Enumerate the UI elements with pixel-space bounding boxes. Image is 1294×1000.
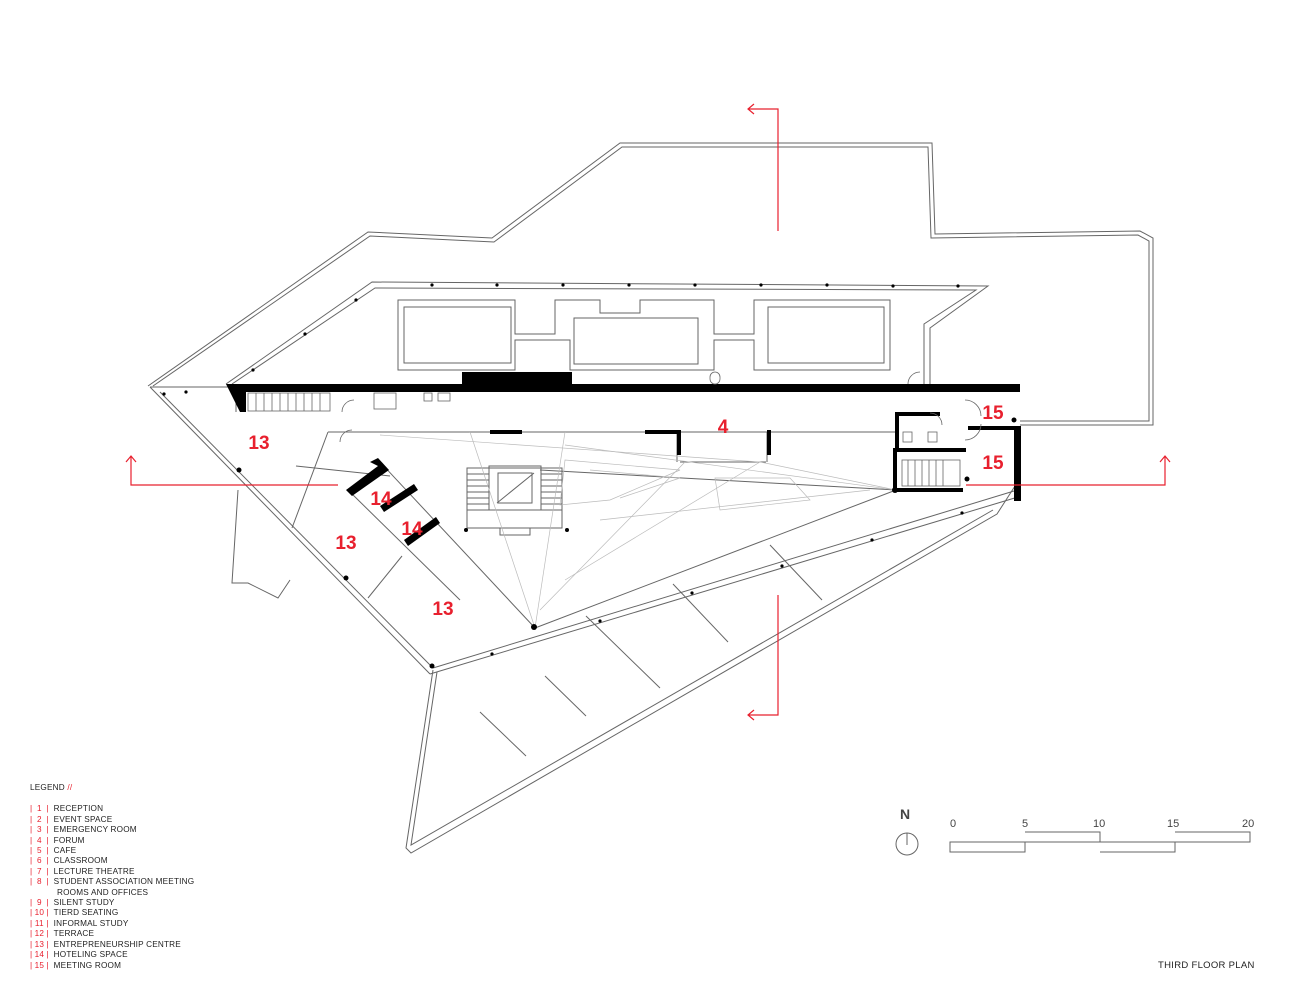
legend-item-name: FORUM bbox=[53, 835, 85, 845]
room-label-hoteling-2: 14 bbox=[401, 519, 423, 540]
floor-south-edge-2 bbox=[432, 490, 1015, 669]
scale-tick-10: 10 bbox=[1093, 818, 1106, 830]
legend-item-name: STUDENT ASSOCIATION MEETING bbox=[53, 877, 195, 887]
legend-item-name: LECTURE THEATRE bbox=[53, 866, 135, 876]
scale-tick-0: 0 bbox=[950, 818, 957, 830]
scale-bar bbox=[949, 831, 1251, 853]
legend-item-name: INFORMAL STUDY bbox=[53, 918, 129, 928]
legend-item: |12|TERRACE bbox=[30, 929, 95, 939]
legend-item-name: EMERGENCY ROOM bbox=[53, 825, 137, 835]
section-marker-north bbox=[748, 108, 779, 231]
room-label-meeting-1: 15 bbox=[982, 403, 1004, 424]
legend-item: |6|CLASSROOM bbox=[30, 856, 108, 866]
floor-west-edge bbox=[149, 386, 431, 675]
terrace-outline-inner bbox=[410, 509, 994, 846]
legend-item-number: 14 bbox=[34, 950, 45, 960]
legend-item: |8|STUDENT ASSOCIATION MEETING bbox=[30, 877, 195, 887]
legend-item: |15|MEETING ROOM bbox=[30, 960, 122, 970]
section-marker-south bbox=[748, 595, 779, 716]
legend-item: |11|INFORMAL STUDY bbox=[30, 918, 129, 928]
legend-item-number: 2 bbox=[36, 814, 42, 824]
north-letter: N bbox=[900, 806, 911, 822]
room-label-entrepreneurship-2: 13 bbox=[335, 533, 356, 554]
legend-item-number: 10 bbox=[34, 908, 45, 918]
legend-item-number: 15 bbox=[34, 960, 45, 970]
legend-item-name: SILENT STUDY bbox=[53, 898, 115, 908]
legend-item: |9|SILENT STUDY bbox=[30, 898, 115, 908]
room-label-meeting-2: 15 bbox=[982, 453, 1004, 474]
legend-item: |7|LECTURE THEATRE bbox=[30, 866, 135, 876]
legend-item-number: 13 bbox=[34, 939, 45, 949]
legend-item-name: TERRACE bbox=[53, 929, 95, 939]
legend-item: |1|RECEPTION bbox=[30, 804, 104, 814]
legend-item-number: 9 bbox=[36, 898, 42, 908]
plan-title: THIRD FLOOR PLAN bbox=[1158, 960, 1255, 971]
terrace-outline bbox=[405, 485, 1016, 854]
north-wall bbox=[226, 384, 1020, 412]
legend-item-number: 12 bbox=[34, 929, 45, 939]
core-wall bbox=[462, 372, 572, 386]
legend-item-name: ENTREPRENEURSHIP CENTRE bbox=[53, 939, 181, 949]
section-marker-east bbox=[966, 456, 1166, 486]
legend-title: LEGEND // bbox=[30, 783, 73, 792]
legend-item-number: 11 bbox=[34, 918, 44, 928]
floor-west-edge-2 bbox=[159, 391, 434, 669]
floor-south-edge bbox=[429, 496, 1019, 675]
legend: LEGEND // |1|RECEPTION|2|EVENT SPACE|3|E… bbox=[30, 783, 194, 971]
legend-item-number: 4 bbox=[36, 835, 42, 845]
north-terrace-inner bbox=[231, 287, 978, 385]
legend-item: |10|TIERD SEATING bbox=[30, 908, 119, 918]
legend-item: |4|FORUM bbox=[30, 835, 85, 845]
skylight-1 bbox=[397, 299, 891, 371]
legend-item-name: CLASSROOM bbox=[53, 856, 108, 866]
legend-item-number: 5 bbox=[36, 846, 42, 856]
legend-item-number: 1 bbox=[36, 804, 42, 814]
legend-item-number: 7 bbox=[36, 866, 42, 876]
room-label-forum: 4 bbox=[718, 417, 729, 438]
legend-item-name: HOTELING SPACE bbox=[53, 950, 128, 960]
north-terrace bbox=[225, 281, 990, 385]
floor-outline bbox=[150, 386, 237, 412]
legend-item: |2|EVENT SPACE bbox=[30, 814, 113, 824]
scale-tick-5: 5 bbox=[1022, 818, 1029, 830]
legend-item-number: 3 bbox=[36, 825, 42, 835]
scale-tick-15: 15 bbox=[1167, 818, 1180, 830]
legend-item-name: CAFE bbox=[53, 846, 77, 856]
legend-item-continuation: ROOMS AND OFFICES bbox=[57, 887, 149, 897]
legend-list: |1|RECEPTION|2|EVENT SPACE|3|EMERGENCY R… bbox=[30, 804, 194, 971]
room-label-entrepreneurship-3: 13 bbox=[432, 599, 453, 620]
lower-wing-outline bbox=[231, 489, 291, 599]
legend-item: |5|CAFE bbox=[30, 846, 77, 856]
roof-outline-inner bbox=[152, 146, 1150, 422]
roof-outline bbox=[147, 142, 1154, 426]
legend-item-number: 6 bbox=[36, 856, 42, 866]
legend-item-name: MEETING ROOM bbox=[53, 960, 122, 970]
legend-item: |13|ENTREPRENEURSHIP CENTRE bbox=[30, 939, 181, 949]
room-label-entrepreneurship-1: 13 bbox=[248, 433, 269, 454]
legend-item-number: 8 bbox=[36, 877, 42, 887]
legend-item: |3|EMERGENCY ROOM bbox=[30, 825, 137, 835]
room-label-hoteling-1: 14 bbox=[370, 489, 392, 510]
scale-tick-20: 20 bbox=[1242, 818, 1255, 830]
section-marker-west bbox=[130, 456, 338, 486]
legend-item-name: RECEPTION bbox=[53, 804, 104, 814]
legend-item-name: TIERD SEATING bbox=[53, 908, 119, 918]
legend-item: |14|HOTELING SPACE bbox=[30, 950, 128, 960]
legend-item-name: EVENT SPACE bbox=[53, 814, 113, 824]
